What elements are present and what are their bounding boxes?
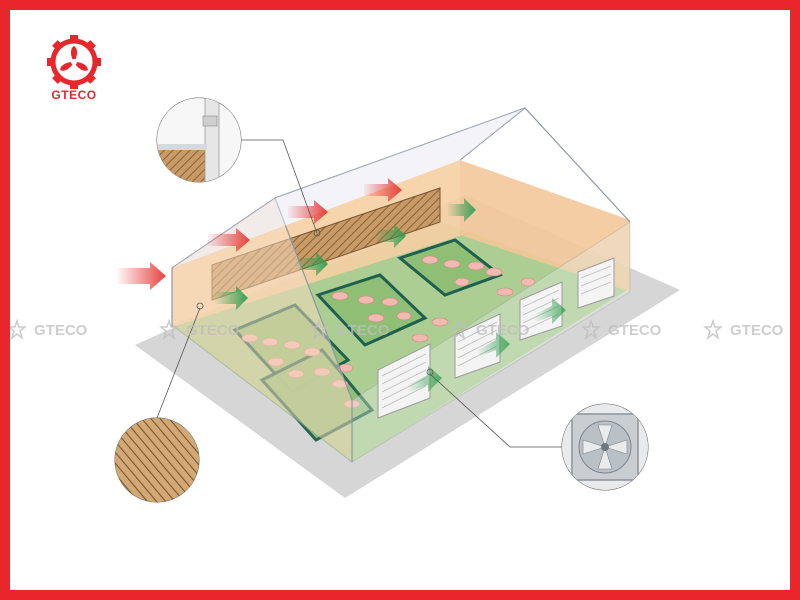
- green-arrow-3: [376, 224, 406, 248]
- leader-right: [429, 373, 562, 448]
- fan-arrow-icon: [702, 319, 724, 341]
- watermark-4: GTECO: [448, 318, 529, 342]
- airflow-out-arrows: [215, 198, 566, 392]
- watermark-2: GTECO: [158, 318, 239, 342]
- exhaust-fans: [377, 257, 615, 419]
- exhaust-fan-2: [454, 313, 501, 379]
- green-arrow-4: [448, 198, 476, 222]
- roof-surface: [172, 108, 525, 268]
- fan-arrow-icon: [158, 319, 180, 341]
- watermark-3: GTECO: [308, 318, 389, 342]
- callout-leaders: [156, 139, 562, 448]
- watermark-text: GTECO: [608, 321, 662, 339]
- green-arrow-1: [215, 286, 248, 310]
- back-gable-wall: [460, 160, 630, 292]
- watermark-text: GTECO: [730, 321, 784, 339]
- callout-cooling-pad: [114, 417, 200, 503]
- watermark-1: GTECO: [6, 318, 87, 342]
- airflow-in-arrows: [118, 178, 402, 290]
- watermark-5: GTECO: [580, 318, 661, 342]
- red-arrow-3: [288, 200, 328, 224]
- leader-top: [241, 139, 318, 234]
- green-arrow-5: [408, 366, 442, 392]
- fan-arrow-icon: [448, 319, 470, 341]
- fan-arrow-icon: [6, 319, 28, 341]
- leader-bottom: [156, 307, 201, 419]
- callout-pad-frame: [156, 97, 242, 183]
- green-arrow-7: [535, 298, 566, 324]
- gear-fan-logo-icon: [47, 35, 101, 89]
- watermark-text: GTECO: [336, 321, 390, 339]
- brand-name: GTECO: [51, 88, 97, 102]
- watermark-text: GTECO: [476, 321, 530, 339]
- red-arrow-2: [208, 228, 250, 252]
- fan-arrow-icon: [580, 319, 602, 341]
- callout-exhaust-fan: [561, 403, 649, 491]
- exhaust-fan-4: [577, 257, 615, 309]
- green-arrow-6: [478, 332, 510, 358]
- green-arrow-2: [296, 252, 328, 276]
- red-arrow-4: [364, 178, 402, 202]
- watermark-text: GTECO: [186, 321, 240, 339]
- red-arrow-1: [118, 262, 166, 290]
- fan-arrow-icon: [308, 319, 330, 341]
- watermark-text: GTECO: [34, 321, 88, 339]
- brand-logo: GTECO: [34, 34, 114, 104]
- watermark-6: GTECO: [702, 318, 783, 342]
